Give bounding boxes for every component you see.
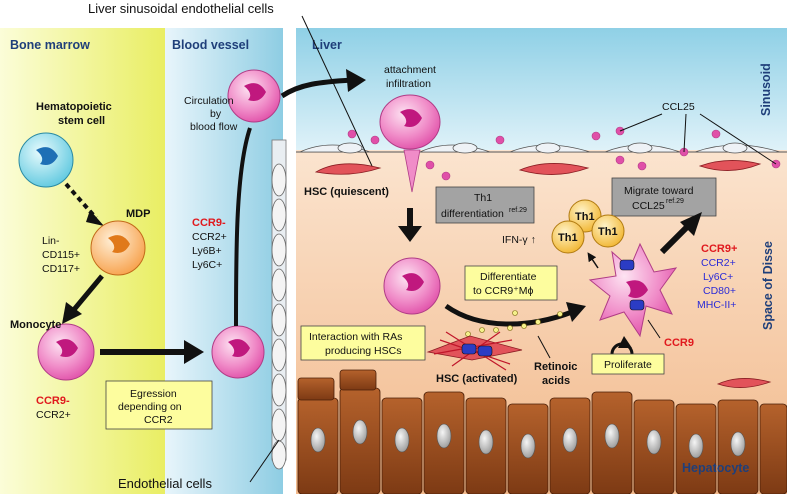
mdp-to-monocyte-arrow: [70, 274, 104, 314]
hsc-label-1: Hematopoietic: [36, 101, 112, 113]
ccr9-receptor-label: CCR9: [664, 337, 694, 349]
retinoic-pointer-line: [537, 335, 551, 359]
vessel-marker-ly6b: Ly6B+: [192, 245, 222, 257]
space-of-disse-title: Space of Disse: [761, 241, 775, 330]
migrate-line-2: CCL25: [632, 200, 665, 212]
hsc-to-mdp-arrowhead: [86, 210, 104, 226]
egression-line-2: depending on: [118, 401, 182, 413]
mdp-cell: [90, 220, 146, 276]
hepatocyte-title: Hepatocyte: [682, 461, 749, 475]
vessel-marker-ccr2: CCR2+: [192, 231, 227, 243]
hematopoietic-stem-cell: [18, 132, 74, 188]
migrate-arrow: [659, 221, 693, 255]
differentiate-line-2: to CCR9⁺Mϕ: [473, 285, 534, 297]
retinoic-acid-dots: [465, 310, 563, 337]
th1-cells: [551, 199, 625, 254]
th1-label-3: Th1: [598, 226, 618, 238]
sinusoid-title: Sinusoid: [759, 63, 773, 116]
interaction-box: Interaction with RAs producing HSCs: [300, 325, 426, 361]
disse-monocyte: [383, 257, 441, 315]
migrate-ref: ref.29: [666, 198, 684, 205]
differentiate-arrowhead: [566, 302, 586, 322]
infiltration-label: infiltration: [386, 78, 431, 90]
differentiate-box: Differentiate to CCR9⁺Mϕ: [464, 265, 558, 301]
mac-marker-cd80: CD80+: [703, 285, 736, 297]
vessel-to-liver-arrow: [280, 77, 353, 99]
monocyte-label: Monocyte: [10, 319, 61, 331]
hsc-activated-label: HSC (activated): [436, 373, 518, 385]
proliferate-arrowhead: [618, 336, 632, 348]
sinusoid-panel: [296, 28, 787, 158]
monocyte-to-vessel-arrowhead: [184, 340, 204, 364]
ccr9-macrophage: [588, 242, 678, 338]
th1-differentiation-box: Th1 differentiation ref.29: [435, 186, 535, 224]
proliferate-label: Proliferate: [604, 359, 652, 371]
egression-box: Egression depending on CCR2: [105, 380, 213, 430]
hepatocyte-layer: [297, 369, 787, 494]
th1-diff-ref: ref.29: [509, 207, 527, 214]
mdp-marker-cd115: CD115+: [42, 249, 80, 261]
circulation-line-3: blood flow: [190, 121, 238, 133]
migrate-box: Migrate toward CCL25 ref.29: [611, 177, 717, 217]
circulation-line-2: by: [210, 108, 222, 120]
proliferate-box: Proliferate: [591, 353, 665, 375]
differentiate-line-1: Differentiate: [480, 271, 537, 283]
ifn-gamma-label: IFN-γ ↑: [502, 234, 536, 246]
sinusoid-endothelial-lining: [296, 142, 787, 154]
interaction-line-2: producing HSCs: [325, 345, 401, 357]
interaction-line-1: Interaction with RAs: [309, 331, 402, 343]
circulating-monocyte-upper: [227, 69, 281, 123]
th1-diff-line-1: Th1: [474, 192, 492, 204]
blood-vessel-title: Blood vessel: [172, 38, 249, 52]
mac-marker-ccr2: CCR2+: [701, 257, 736, 269]
differentiate-arrow: [444, 303, 573, 327]
vessel-to-liver-arrowhead: [346, 69, 366, 92]
infiltrating-monocyte: [379, 94, 441, 193]
ccl25-pointer-lines: [619, 113, 777, 165]
hsc-label-2: stem cell: [58, 115, 105, 127]
vessel-endothelial-wall: [271, 139, 287, 470]
monocyte-ccr9-label: CCR9-: [36, 395, 70, 407]
egression-line-3: CCR2: [144, 414, 173, 426]
vessel-marker-ly6c: Ly6C+: [192, 259, 222, 271]
circulation-arrow: [234, 127, 252, 327]
ccl25-label: CCL25: [662, 101, 695, 113]
th1-label-2: Th1: [558, 232, 578, 244]
mac-to-th1-arrow: [587, 252, 599, 269]
th1-label-1: Th1: [575, 211, 595, 223]
lsec-pointer-line: [301, 15, 373, 167]
ccr9-pointer-line: [647, 319, 661, 339]
mdp-marker-lin: Lin-: [42, 235, 60, 247]
attachment-label: attachment: [384, 64, 436, 76]
endothelial-cells-label: Endothelial cells: [118, 476, 212, 491]
hsc-quiescent-cells: [314, 160, 772, 388]
retinoic-label-1: Retinoic: [534, 361, 577, 373]
migrate-line-1: Migrate toward: [624, 185, 694, 197]
mdp-to-monocyte-arrowhead: [62, 302, 82, 324]
mdp-marker-cd117: CD117+: [42, 263, 80, 275]
endothelial-pointer-line: [249, 439, 280, 483]
mac-marker-mhcii: MHC-II+: [697, 299, 736, 311]
infiltration-down-arrowhead: [398, 226, 422, 242]
vessel-ccr9-label: CCR9-: [192, 217, 226, 229]
circulating-monocyte-lower: [211, 325, 265, 379]
bone-marrow-title: Bone marrow: [10, 38, 90, 52]
mac-marker-ly6c: Ly6C+: [703, 271, 733, 283]
mac-ccr9-label: CCR9+: [701, 243, 737, 255]
monocyte-cell: [37, 323, 95, 381]
retinoic-label-2: acids: [542, 375, 570, 387]
mdp-label: MDP: [126, 208, 150, 220]
circulation-line-1: Circulation: [184, 95, 234, 107]
hsc-activated-cell: [426, 331, 523, 371]
ccl25-chemokine-dots: [347, 126, 781, 181]
monocyte-ccr2-label: CCR2+: [36, 409, 71, 421]
egression-line-1: Egression: [130, 388, 177, 400]
hsc-quiescent-label: HSC (quiescent): [304, 186, 389, 198]
liver-sinusoidal-endothelial-label: Liver sinusoidal endothelial cells: [88, 1, 274, 16]
th1-diff-line-2: differentiation: [441, 208, 504, 220]
liver-title: Liver: [312, 38, 342, 52]
migrate-arrowhead: [680, 212, 702, 236]
